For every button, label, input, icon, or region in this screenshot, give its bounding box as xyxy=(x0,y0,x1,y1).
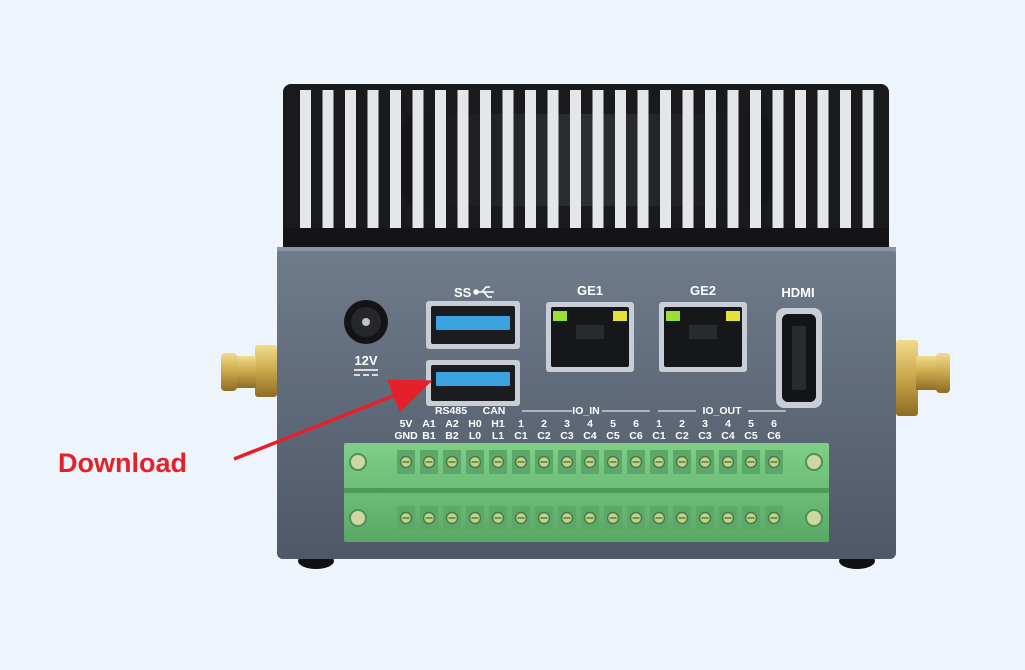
heatsink-gap xyxy=(367,90,379,228)
pin-label-bottom: B1 xyxy=(422,430,436,442)
pin-label-top: 5 xyxy=(610,418,616,430)
heatsink-gap xyxy=(525,90,536,228)
pin-label-top: 6 xyxy=(633,418,639,430)
pin-labels-bottom: GND B1 B2 L0 L1 C1 C2 C3 C4 C5 C6 C1 C2 C3 C4 C5 C6 xyxy=(394,430,781,442)
pin-label-top: H1 xyxy=(491,418,505,430)
ge2-label: GE2 xyxy=(690,283,716,298)
callout-arrow xyxy=(233,379,433,461)
heatsink-gap xyxy=(480,90,491,228)
pin-label-top: 1 xyxy=(656,418,662,430)
heatsink-gap xyxy=(840,90,851,228)
mount-screw-bottom-right xyxy=(805,509,823,527)
pin-label-bottom: C4 xyxy=(583,430,597,442)
ge2-activity-led xyxy=(726,311,740,321)
mount-screw-top-right xyxy=(805,453,823,471)
heatsink-gap xyxy=(570,90,581,228)
pin-label-bottom: C2 xyxy=(537,430,551,442)
heatsink-gap xyxy=(750,90,761,228)
pin-label-bottom: C1 xyxy=(514,430,528,442)
heatsink-gap xyxy=(547,90,559,228)
heatsink-gap xyxy=(615,90,626,228)
mount-screw-top-left xyxy=(349,453,367,471)
heatsink-gap xyxy=(502,90,514,228)
heatsink xyxy=(283,84,889,248)
ge1-activity-led xyxy=(613,311,627,321)
mount-screw-bottom-left xyxy=(349,509,367,527)
pin-label-bottom: C3 xyxy=(560,430,574,442)
pin-label-top: 2 xyxy=(541,418,547,430)
heatsink-gap xyxy=(772,90,784,228)
pin-label-bottom: L1 xyxy=(492,430,504,442)
can-header: CAN xyxy=(483,405,506,417)
ethernet-port-ge2 xyxy=(659,302,747,372)
pin-label-bottom: GND xyxy=(394,430,418,442)
heatsink-gap xyxy=(300,90,311,228)
heatsink-gap xyxy=(862,90,874,228)
pin-label-top: A1 xyxy=(422,418,436,430)
pin-label-top: 3 xyxy=(702,418,708,430)
ge1-link-led xyxy=(553,311,567,321)
pin-label-bottom: C6 xyxy=(767,430,781,442)
heatsink-gap xyxy=(435,90,446,228)
hdmi-port xyxy=(776,308,822,408)
ge2-link-led xyxy=(666,311,680,321)
pin-label-top: 5 xyxy=(748,418,754,430)
ethernet-port-ge1 xyxy=(546,302,634,372)
pin-label-top: 4 xyxy=(587,418,593,430)
callout-download-label: Download xyxy=(58,448,187,478)
usb-port-top xyxy=(426,301,520,349)
pin-label-top: H0 xyxy=(468,418,482,430)
pin-label-bottom: C6 xyxy=(629,430,643,442)
heatsink-gap xyxy=(727,90,739,228)
heatsink-gap xyxy=(660,90,671,228)
pin-label-bottom: C2 xyxy=(675,430,689,442)
heatsink-gap xyxy=(705,90,716,228)
pin-label-bottom: C4 xyxy=(721,430,735,442)
heatsink-gap xyxy=(592,90,604,228)
usb-port-bottom xyxy=(426,360,520,406)
antenna-connector-right xyxy=(896,340,950,416)
heatsink-gap xyxy=(817,90,829,228)
pin-label-bottom: C1 xyxy=(652,430,666,442)
io-out-header: IO_OUT xyxy=(702,405,742,417)
pin-label-bottom: C5 xyxy=(606,430,620,442)
pin-label-bottom: C5 xyxy=(744,430,758,442)
pin-label-top: A2 xyxy=(445,418,459,430)
dc-power-jack xyxy=(344,300,388,344)
heatsink-gap xyxy=(390,90,401,228)
terminal-block xyxy=(344,443,829,542)
pin-label-top: 6 xyxy=(771,418,777,430)
rs485-header: RS485 xyxy=(435,405,467,417)
pin-label-top: 1 xyxy=(518,418,524,430)
heatsink-gap xyxy=(637,90,649,228)
heatsink-gap xyxy=(412,90,424,228)
antenna-connector-left xyxy=(221,345,277,397)
pin-labels-top: 5V A1 A2 H0 H1 1 2 3 4 5 6 1 2 3 4 5 6 xyxy=(400,418,778,430)
hdmi-label: HDMI xyxy=(781,285,814,300)
power-label: 12V xyxy=(354,353,377,368)
pin-label-bottom: C3 xyxy=(698,430,712,442)
pin-label-top: 3 xyxy=(564,418,570,430)
usb-superspeed-label: SS xyxy=(454,285,472,300)
heatsink-gap xyxy=(345,90,356,228)
heatsink-gap xyxy=(457,90,469,228)
pin-label-top: 2 xyxy=(679,418,685,430)
ge1-label: GE1 xyxy=(577,283,603,298)
heatsink-gap xyxy=(322,90,334,228)
heatsink-gap xyxy=(795,90,806,228)
pin-label-bottom: L0 xyxy=(469,430,481,442)
heatsink-gap xyxy=(682,90,694,228)
usb-trident-icon xyxy=(473,286,494,298)
io-in-header: IO_IN xyxy=(572,405,599,417)
pin-label-top: 4 xyxy=(725,418,731,430)
pin-label-bottom: B2 xyxy=(445,430,459,442)
pin-label-top: 5V xyxy=(400,418,413,430)
